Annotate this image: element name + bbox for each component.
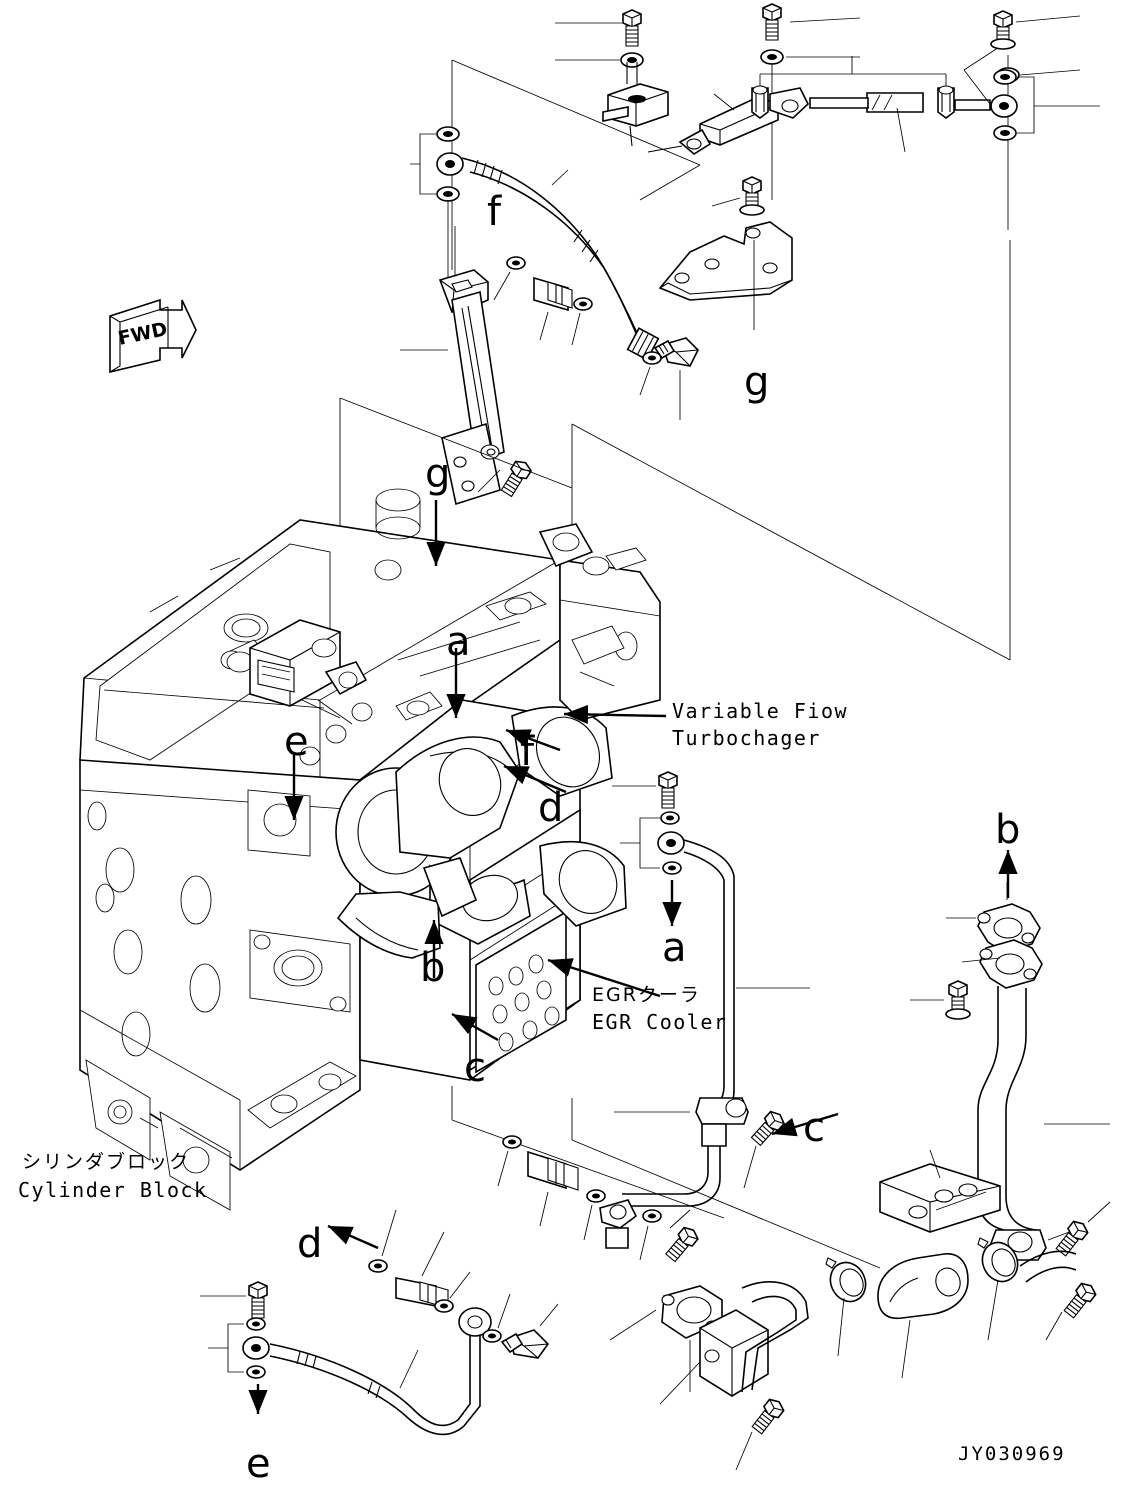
washer-hose-2 <box>573 297 593 311</box>
bolt-top-1 <box>622 9 642 47</box>
bolt-bottom-elbow <box>749 1395 787 1437</box>
oil-supply-pipe <box>612 771 810 1207</box>
bolt-top-3 <box>990 10 1016 50</box>
bolt-hose-end <box>653 337 699 420</box>
eye-end-right <box>990 94 1018 118</box>
fitting-group-lower <box>497 1135 702 1265</box>
callout-letter-d-lower: d <box>297 1221 323 1267</box>
washer-hose-1 <box>506 256 526 270</box>
turbocharger-label-line1: Variable Fiow <box>672 699 849 723</box>
egr-valve-assembly <box>249 619 373 766</box>
engine-assembly <box>79 488 661 1211</box>
hose-end-eye <box>458 1307 492 1337</box>
callout-letter-g-right: g <box>744 359 770 405</box>
callout-letter-e-lower: e <box>246 1441 271 1487</box>
bolt-pipe-c <box>748 1107 788 1149</box>
return-pipe-b <box>910 882 1110 1261</box>
turbocharger-label-line2: Turbochager <box>672 726 821 750</box>
bolt-pipe-b <box>945 980 971 1020</box>
sleeve-lower <box>395 1231 449 1309</box>
bracket-stay <box>400 226 505 506</box>
callout-letter-c-engine: c <box>464 1045 486 1091</box>
rubber-hose <box>877 1253 969 1379</box>
callout-letter-f-engine: f <box>520 729 535 775</box>
callout-letter-e-engine: e <box>284 719 309 765</box>
washer-right-2 <box>993 125 1017 141</box>
callout-letter-f-top: f <box>487 189 502 235</box>
egr-cooler-label-en: EGR Cooler <box>592 1010 728 1034</box>
callout-letter-a-pipe: a <box>662 925 687 971</box>
clip-left <box>751 85 769 119</box>
nut-sleeve <box>533 276 573 341</box>
bolt-bracket <box>498 457 534 499</box>
clamp-left <box>823 1255 873 1309</box>
hose-assembly-lower <box>200 1281 492 1436</box>
turbocharger-body <box>335 706 627 959</box>
callout-letter-b-right: b <box>995 807 1021 853</box>
pipe-lower-eye <box>614 1097 749 1207</box>
connector-block <box>602 62 669 147</box>
water-pipe-elbow <box>609 1281 809 1405</box>
pipe-bracket <box>879 1149 1001 1233</box>
egr-cooler-label-jp: EGRクーラ <box>592 984 701 1006</box>
callout-letter-d-engine: d <box>538 785 564 831</box>
washer-right-1 <box>993 69 1017 85</box>
callout-letter-a-engine: a <box>446 619 471 665</box>
bolt-lower-end <box>500 1303 559 1359</box>
hose-clamp-assembly <box>823 1235 1077 1379</box>
washer-top-2 <box>760 49 784 65</box>
damper-cylinder <box>647 87 809 155</box>
hose-assembly-upper <box>410 126 660 361</box>
drawing-number: JY030969 <box>958 1443 1066 1465</box>
callout-letter-g-left: g <box>425 451 451 497</box>
washer-lower-3 <box>482 1329 502 1343</box>
plate-bar <box>866 92 924 153</box>
mounting-plate <box>658 221 793 330</box>
washer-lower-1 <box>368 1259 388 1273</box>
bolt-plate <box>739 176 765 216</box>
bolt-top-2 <box>762 3 782 41</box>
clip-right <box>937 85 955 119</box>
cylinder-block-label-en: Cylinder Block <box>18 1178 208 1202</box>
washer-lower-2 <box>434 1299 454 1313</box>
cylinder-block-label-jp: シリンダブロック <box>22 1151 191 1173</box>
washer-top-1 <box>620 52 644 68</box>
bolt-bracket-r2 <box>1061 1279 1099 1321</box>
callout-letter-c-right: c <box>803 1105 825 1151</box>
callout-letter-b-engine: b <box>420 945 446 991</box>
fwd-arrow-icon <box>109 298 197 374</box>
